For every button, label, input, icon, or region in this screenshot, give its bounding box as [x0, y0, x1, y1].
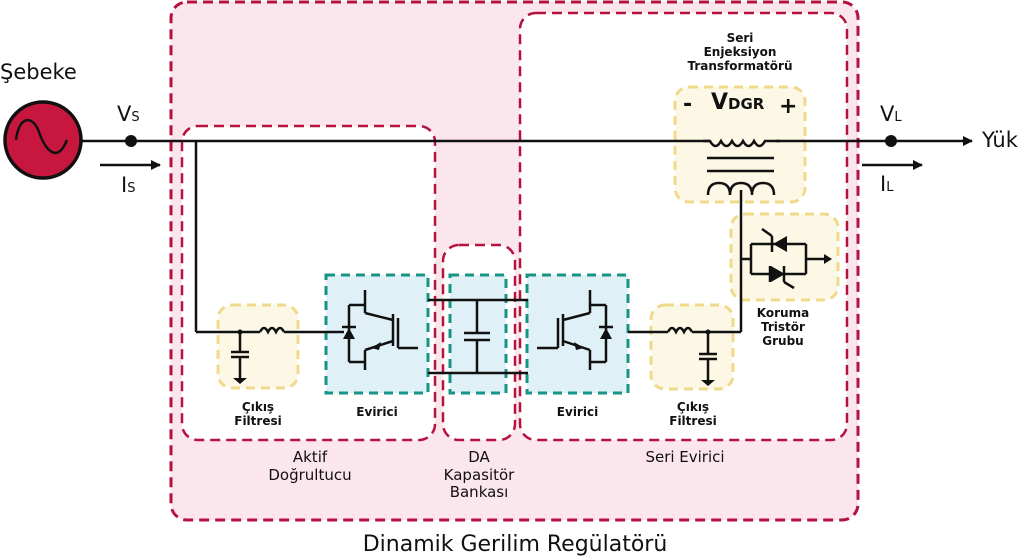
vdgr-label: VDGR	[711, 90, 764, 116]
transformer-minus: -	[683, 92, 693, 117]
right-filter-label-line-2: Filtresi	[669, 414, 717, 429]
is-sub: S	[127, 181, 136, 196]
right-ground-icon	[701, 380, 715, 386]
right-filter-label: Çıkış Filtresi	[652, 400, 734, 428]
ac-source-icon	[3, 100, 83, 180]
is-main: I	[121, 173, 128, 197]
left-filter-box	[216, 303, 300, 390]
source-label: Şebeke	[0, 60, 77, 84]
vl-node	[885, 135, 897, 147]
left-filter-label-line-1: Çıkış	[241, 400, 275, 414]
active-rectifier-label: Aktif Doğrultucu	[250, 448, 370, 484]
il-label: IL	[880, 172, 893, 197]
vdgr-sub: DGR	[728, 95, 765, 113]
right-filter-inductor	[666, 326, 694, 335]
il-sub: L	[886, 180, 894, 195]
active-rectifier-label-line-2: Doğrultucu	[268, 465, 352, 484]
left-filter-label-line-2: Filtresi	[234, 414, 282, 429]
transformer-label-line-3: Transformatörü	[687, 59, 793, 74]
left-inverter-label: Evirici	[356, 405, 398, 419]
vl-label: VL	[880, 102, 902, 127]
right-inverter-box	[525, 273, 630, 395]
left-inverter-box	[324, 273, 430, 395]
series-inverter-label: Seri Evirici	[645, 448, 725, 466]
il-main: I	[880, 172, 887, 196]
left-filter-label: Çıkış Filtresi	[218, 400, 298, 428]
vl-sub: L	[894, 110, 902, 125]
right-filter-label-line-1: Çıkış	[676, 400, 710, 414]
right-filter-box	[649, 303, 735, 391]
dc-capacitor-label-line-1: DA	[468, 448, 490, 466]
dc-capacitor-label-line-3: Bankası	[449, 483, 509, 502]
vs-label: VS	[117, 102, 140, 127]
left-ground-icon	[233, 378, 247, 384]
vs-main: V	[117, 102, 132, 126]
transformer-label-line-1: Seri	[726, 31, 754, 45]
transformer-secondary-winding	[706, 181, 776, 196]
thyristor-box	[729, 212, 840, 302]
vs-node	[125, 135, 137, 147]
diagram-title: Dinamik Gerilim Regülatörü	[362, 532, 668, 557]
active-rectifier-label-line-1: Aktif	[292, 448, 328, 466]
dc-capacitor-label-line-2: Kapasitör	[443, 465, 515, 484]
transformer-primary-winding	[703, 138, 780, 148]
left-igbt-icon	[347, 290, 418, 370]
right-inverter-label: Evirici	[556, 405, 599, 419]
transformer-plus: +	[779, 94, 798, 119]
thyristor-label: Koruma Tristör Grubu	[748, 306, 818, 348]
thyristor-label-line-1: Koruma	[756, 306, 810, 320]
vl-main: V	[880, 102, 895, 126]
load-label: Yük	[982, 128, 1018, 152]
transformer-label: Seri Enjeksiyon Transformatörü	[680, 31, 800, 73]
vdgr-main: V	[711, 90, 729, 115]
thyristor-label-line-2: Tristör	[761, 320, 805, 335]
is-label: IS	[121, 173, 135, 198]
transformer-label-line-2: Enjeksiyon	[703, 45, 777, 60]
dc-capacitor-label: DA Kapasitör Bankası	[424, 448, 534, 502]
thyristor-label-line-3: Grubu	[762, 334, 804, 349]
vs-sub: S	[131, 110, 140, 125]
left-filter-inductor	[258, 326, 286, 335]
